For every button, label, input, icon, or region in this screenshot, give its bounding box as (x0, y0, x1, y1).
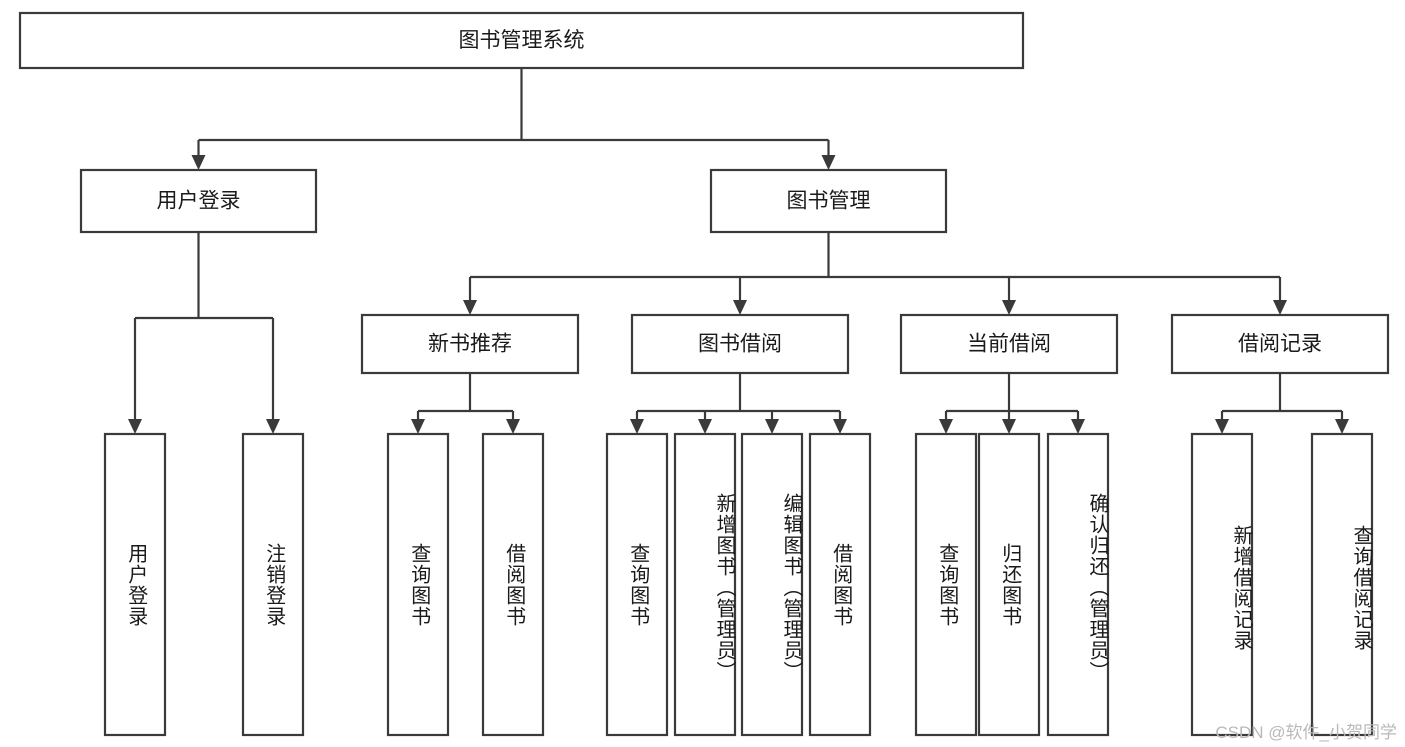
arrowhead-root-child-1 (821, 155, 836, 170)
arrowhead-bookmgmt-child-3 (1273, 300, 1287, 315)
arrowhead-leaf-3-2 (1071, 419, 1085, 434)
connector-layer (128, 68, 1349, 434)
node-level3-label-0: 新书推荐 (428, 333, 512, 356)
node-level3-label-1: 图书借阅 (698, 333, 782, 356)
arrowhead-leaf-3-0 (939, 419, 953, 434)
node-level2-label-0: 用户登录 (157, 190, 241, 213)
node-leaf-9[interactable] (977, 432, 1041, 737)
arrowhead-leaf-1-1 (506, 419, 520, 434)
node-level3-label-2: 当前借阅 (967, 333, 1051, 356)
node-leaf-11[interactable] (1190, 432, 1254, 737)
node-level2-0[interactable] (79, 168, 318, 234)
arrowhead-root-child-0 (191, 155, 206, 170)
node-leaf-10[interactable] (1046, 432, 1110, 737)
node-leaf-4[interactable] (605, 432, 669, 737)
node-level3-1[interactable] (630, 313, 850, 375)
node-level3-label-3: 借阅记录 (1238, 333, 1322, 356)
arrowhead-leaf-4-0 (1215, 419, 1229, 434)
node-level3-0[interactable] (360, 313, 580, 375)
node-level2-label-1: 图书管理 (787, 190, 871, 213)
node-leaf-5[interactable] (673, 432, 737, 737)
csdn-watermark: CSDN @软件_小贺同学 (1215, 723, 1397, 742)
arrowhead-leaf-2-2 (765, 419, 779, 434)
arrowhead-leaf-1-0 (411, 419, 425, 434)
arrowhead-leaf-0-0 (128, 419, 142, 434)
arrowhead-leaf-2-0 (630, 419, 644, 434)
node-root[interactable] (18, 11, 1025, 70)
node-box-layer (18, 11, 1390, 737)
node-leaf-0[interactable] (103, 432, 167, 737)
node-leaf-2[interactable] (386, 432, 450, 737)
arrowhead-leaf-2-3 (833, 419, 847, 434)
arrowhead-bookmgmt-child-2 (1002, 300, 1016, 315)
node-leaf-1[interactable] (241, 432, 305, 737)
node-level3-3[interactable] (1170, 313, 1390, 375)
arrowhead-bookmgmt-child-0 (463, 300, 477, 315)
arrowhead-leaf-3-1 (1002, 419, 1016, 434)
node-leaf-7[interactable] (808, 432, 872, 737)
arrowhead-leaf-4-1 (1335, 419, 1349, 434)
arrowhead-leaf-0-1 (266, 419, 280, 434)
node-leaf-6[interactable] (740, 432, 804, 737)
node-root-label: 图书管理系统 (459, 29, 585, 52)
node-level2-1[interactable] (709, 168, 948, 234)
node-leaf-3[interactable] (481, 432, 545, 737)
arrowhead-leaf-2-1 (698, 419, 712, 434)
node-level3-2[interactable] (899, 313, 1119, 375)
node-leaf-8[interactable] (914, 432, 978, 737)
node-leaf-12[interactable] (1310, 432, 1374, 737)
arrowhead-bookmgmt-child-1 (733, 300, 747, 315)
